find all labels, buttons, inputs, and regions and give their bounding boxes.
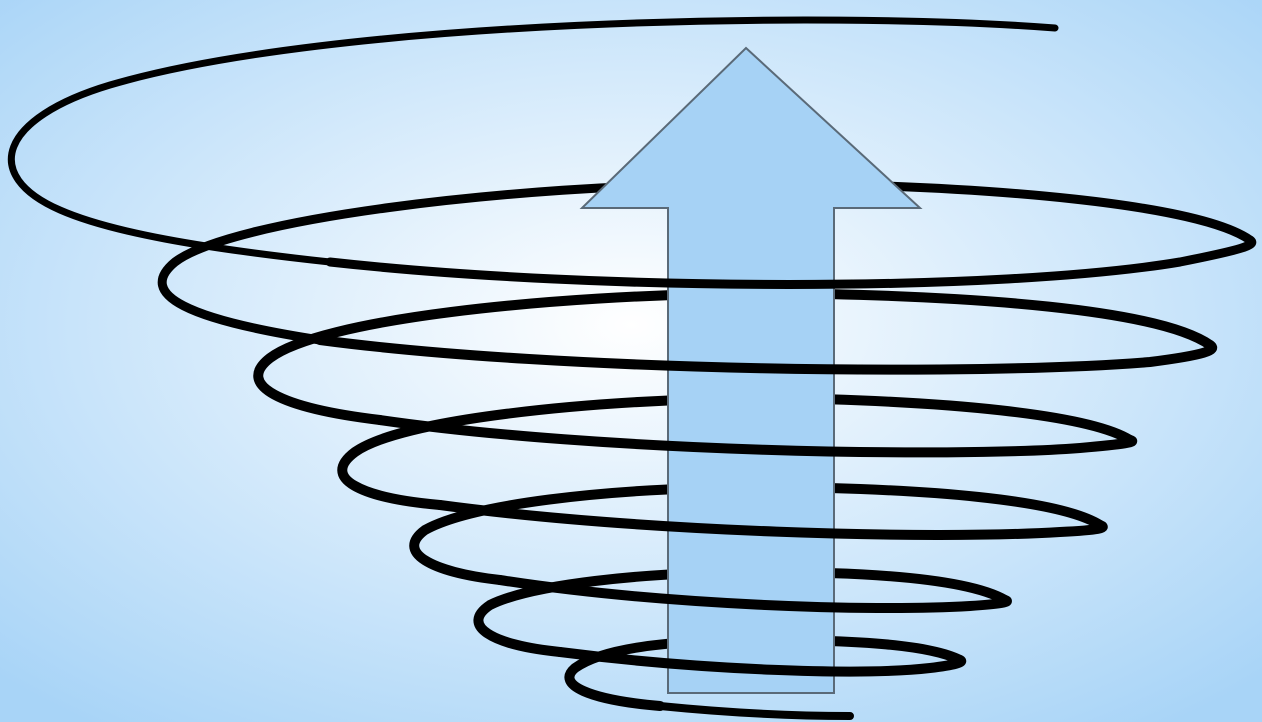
slide-canvas (0, 0, 1262, 722)
spiral-diagram (0, 0, 1262, 722)
